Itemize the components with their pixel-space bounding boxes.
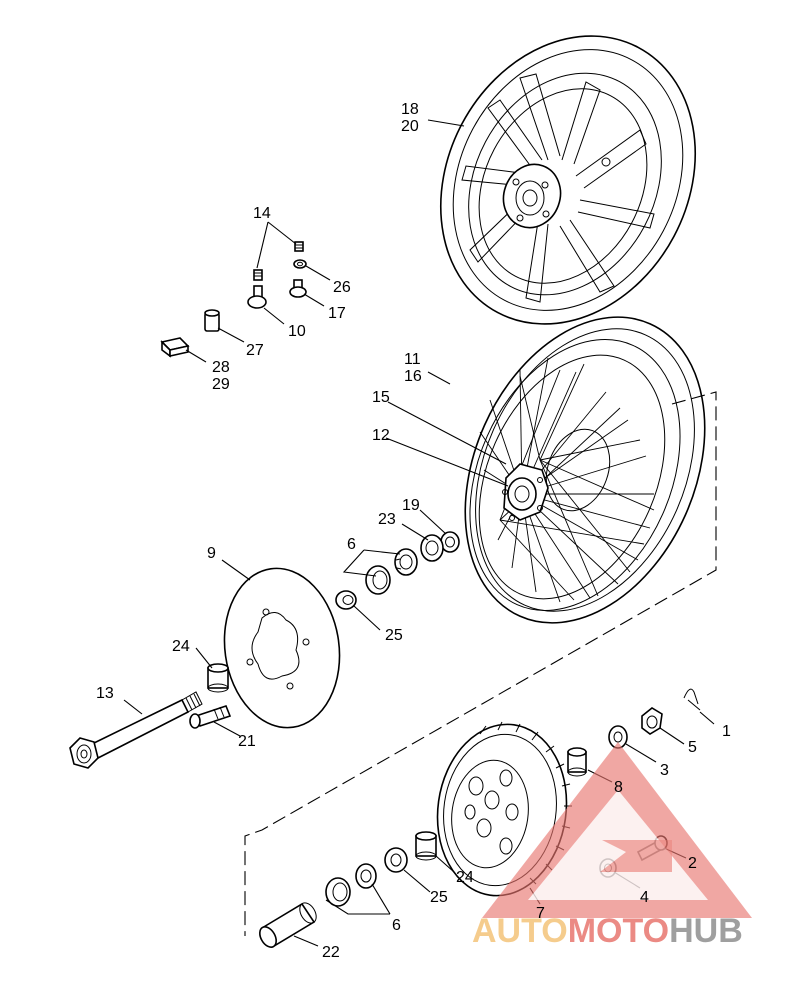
spacer-lower <box>415 831 437 861</box>
spacer-tube <box>259 902 317 948</box>
callout-21: 21 <box>238 733 256 750</box>
upper-bearing-group <box>335 531 460 610</box>
cast-wheel <box>439 35 697 325</box>
callout-26: 26 <box>333 279 351 296</box>
callout-6-lower: 6 <box>392 917 401 934</box>
watermark-part2: MOTO <box>568 912 669 950</box>
lower-bearing-group <box>325 847 408 907</box>
watermark-part1: AUTO <box>472 912 568 950</box>
callout-15: 15 <box>372 389 390 406</box>
callout-25-lower: 25 <box>430 889 448 906</box>
callout-10: 10 <box>288 323 306 340</box>
callout-17: 17 <box>328 305 346 322</box>
axle <box>69 691 203 769</box>
axle-nut-set <box>608 688 701 749</box>
callout-16: 16 <box>404 368 422 385</box>
valve-stem-parts <box>160 241 307 358</box>
callout-25-upper: 25 <box>385 627 403 644</box>
brake-disc <box>223 567 341 729</box>
callout-22: 22 <box>322 944 340 961</box>
callout-7: 7 <box>536 905 545 922</box>
wheel-hub <box>502 463 549 521</box>
callout-24-upper: 24 <box>172 638 190 655</box>
callout-19: 19 <box>402 497 420 514</box>
spacer-8 <box>567 747 587 777</box>
cast-wheel-hub <box>502 157 611 229</box>
callout-18: 18 <box>401 101 419 118</box>
callout-24-lower: 24 <box>456 869 474 886</box>
watermark-logo: AUTOMOTOHUB <box>472 742 752 950</box>
callout-13: 13 <box>96 685 114 702</box>
callout-3: 3 <box>660 762 669 779</box>
callout-29: 29 <box>212 376 230 393</box>
callout-28: 28 <box>212 359 230 376</box>
callout-2: 2 <box>688 855 697 872</box>
callout-14: 14 <box>253 205 271 222</box>
callout-27: 27 <box>246 342 264 359</box>
callout-12: 12 <box>372 427 390 444</box>
callout-6-upper: 6 <box>347 536 356 553</box>
callout-4: 4 <box>640 889 649 906</box>
callout-23: 23 <box>378 511 396 528</box>
callout-20: 20 <box>401 118 419 135</box>
callout-11: 11 <box>404 351 421 368</box>
callout-9: 9 <box>207 545 216 562</box>
callout-8: 8 <box>614 779 623 796</box>
callout-5: 5 <box>688 739 697 756</box>
spacer-upper <box>207 663 229 693</box>
callout-1: 1 <box>722 723 731 740</box>
bolt-21 <box>189 705 232 729</box>
watermark-part3: HUB <box>669 912 743 950</box>
callout-labels: 18 20 14 26 17 10 27 28 29 11 16 15 12 1… <box>96 101 731 961</box>
cast-wheel-spokes <box>461 73 655 303</box>
spoked-wheel <box>464 316 706 624</box>
watermark-text: AUTOMOTOHUB <box>472 912 743 950</box>
assembly-boundary <box>244 391 717 936</box>
